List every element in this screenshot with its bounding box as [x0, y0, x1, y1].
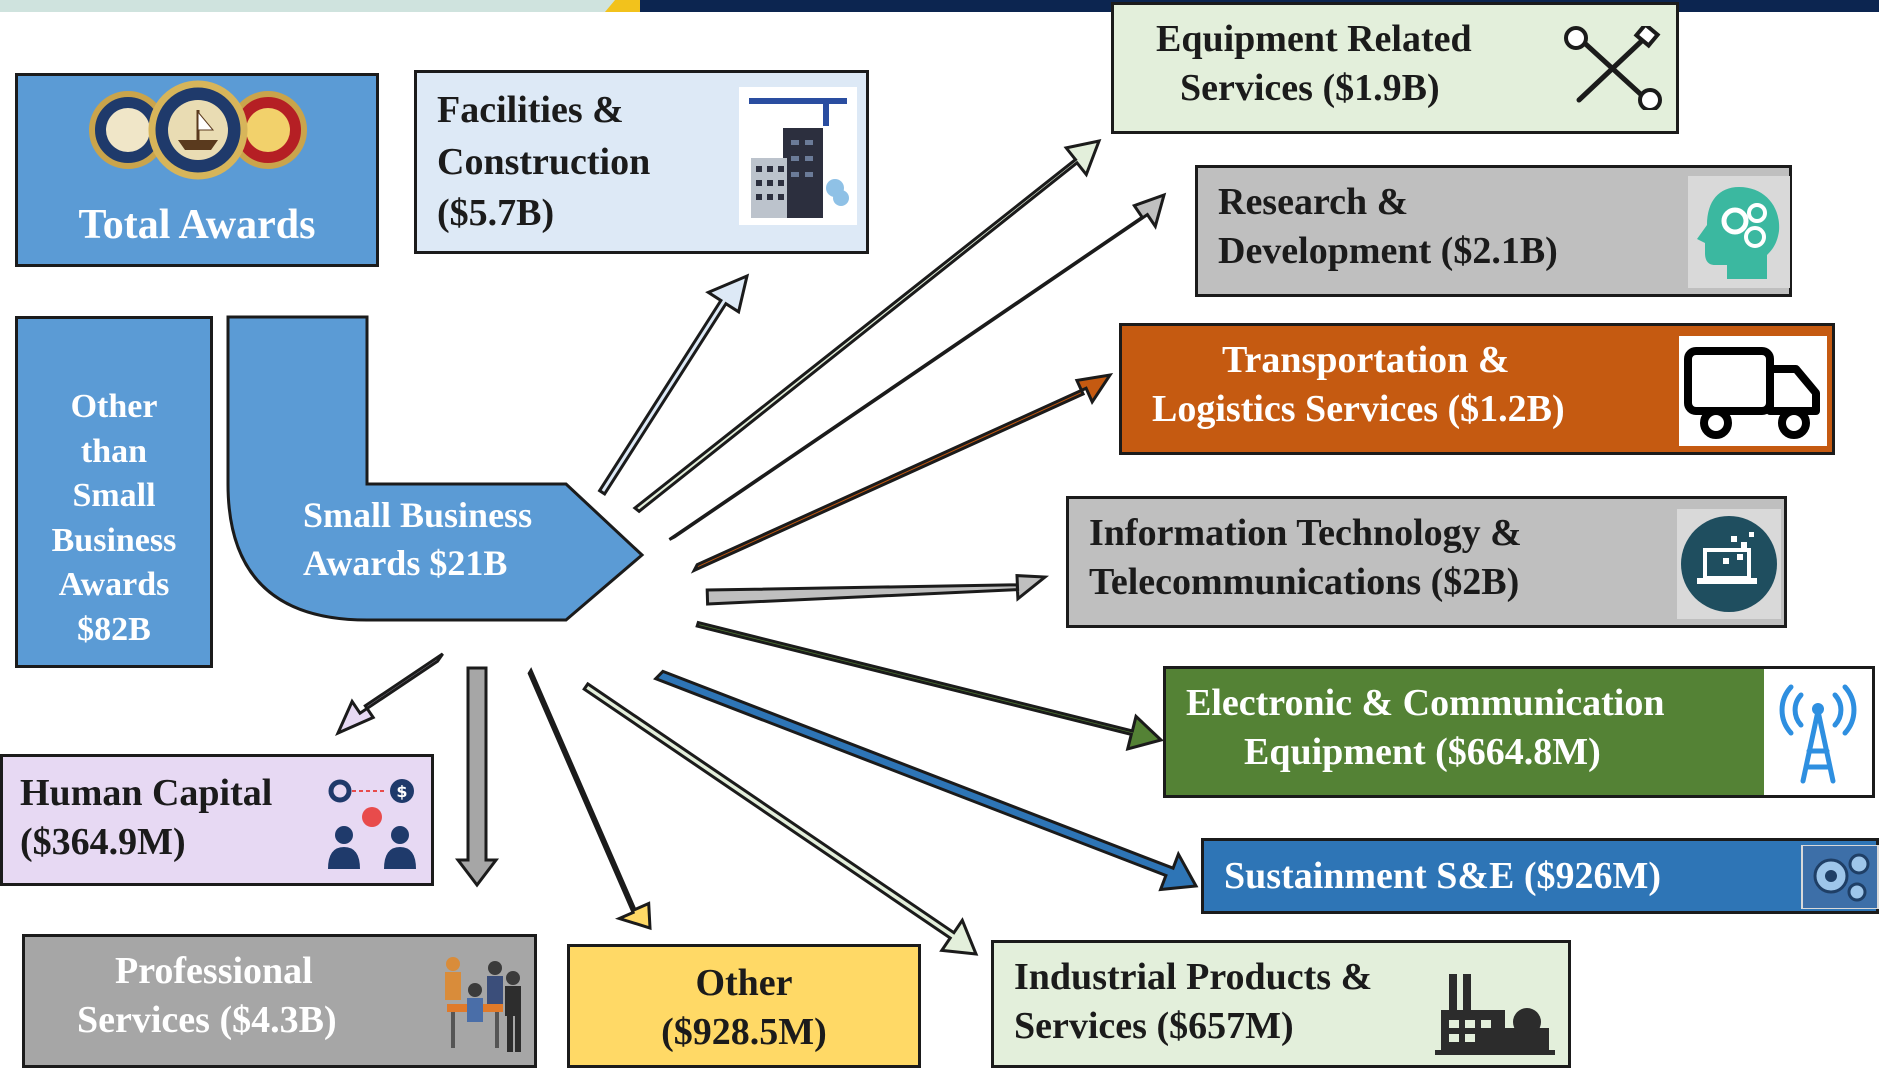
industrial-line2: Services ($657M) — [1014, 1005, 1294, 1048]
factory-icon — [1432, 965, 1558, 1057]
professional-text: Professional Services ($4.3B) — [77, 947, 337, 1046]
sustainment-line1: Sustainment S&E ($926M) — [1224, 855, 1662, 897]
arrow-human-capital — [335, 652, 444, 736]
human-capital-box: Human Capital ($364.9M) $ — [0, 754, 434, 886]
electronic-line1: Electronic & Communication — [1186, 682, 1665, 724]
other-box: Other ($928.5M) — [567, 944, 921, 1068]
human-capital-line2: ($364.9M) — [20, 821, 186, 864]
industrial-box: Industrial Products & Services ($657M) — [991, 940, 1571, 1068]
small-business-line2: Awards $21B — [303, 542, 508, 583]
it-box: Information Technology & Telecommunicati… — [1066, 496, 1787, 628]
other-than-small-line: Other — [70, 388, 158, 425]
transportation-line1: Transportation & — [1222, 339, 1510, 381]
research-box: Research & Development ($2.1B) — [1195, 165, 1792, 297]
facilities-line3: ($5.7B) — [437, 192, 555, 235]
professional-line1: Professional — [115, 950, 313, 992]
gears-icon — [1801, 845, 1879, 909]
human-capital-line1: Human Capital — [20, 772, 273, 814]
facilities-line1: Facilities & — [437, 89, 624, 131]
other-than-small-text: Other than Small Business Awards $82B — [18, 385, 210, 652]
facilities-box: Facilities & Construction ($5.7B) — [414, 70, 869, 254]
it-text: Information Technology & Telecommunicati… — [1089, 509, 1522, 608]
other-than-small-line: Small — [72, 477, 156, 515]
equipment-box: Equipment Related Services ($1.9B) — [1111, 2, 1679, 134]
it-line2: Telecommunications ($2B) — [1089, 561, 1520, 604]
arrow-industrial — [582, 681, 979, 956]
head-gears-icon — [1688, 176, 1790, 288]
team-meeting-icon — [435, 949, 529, 1057]
arrow-other — [527, 667, 652, 931]
industrial-text: Industrial Products & Services ($657M) — [1014, 953, 1372, 1052]
people-award-icon: $ — [323, 771, 421, 875]
top-banner-left — [0, 0, 640, 12]
arrow-facilities — [597, 273, 750, 496]
equipment-line2: Services ($1.9B) — [1180, 67, 1440, 110]
other-than-small-line: Business — [51, 521, 177, 559]
it-line1: Information Technology & — [1089, 512, 1522, 554]
arrow-research — [668, 192, 1167, 541]
arrow-transportation — [690, 372, 1114, 574]
transportation-box: Transportation & Logistics Services ($1.… — [1119, 323, 1835, 455]
department-seals-icon — [83, 78, 313, 188]
other-than-small-line: $82B — [77, 610, 151, 648]
radio-tower-icon — [1764, 669, 1872, 795]
small-business-line1: Small Business — [303, 495, 533, 535]
other-line1: Other — [695, 962, 793, 1004]
total-awards-box: Total Awards — [15, 73, 379, 267]
small-business-shape — [226, 315, 645, 622]
small-business-label: Small Business Awards $21B — [303, 492, 532, 588]
transportation-text: Transportation & Logistics Services ($1.… — [1152, 336, 1565, 435]
electronic-box: Electronic & Communication Equipment ($6… — [1163, 666, 1875, 798]
wrench-screwdriver-icon — [1559, 25, 1667, 111]
professional-box: Professional Services ($4.3B) — [22, 934, 537, 1068]
professional-line2: Services ($4.3B) — [77, 999, 337, 1042]
research-line2: Development ($2.1B) — [1218, 230, 1558, 273]
electronic-line2: Equipment ($664.8M) — [1244, 731, 1601, 774]
electronic-text: Electronic & Communication Equipment ($6… — [1186, 679, 1664, 778]
total-awards-label: Total Awards — [78, 202, 316, 248]
building-crane-icon — [739, 87, 857, 225]
research-text: Research & Development ($2.1B) — [1218, 178, 1558, 277]
research-line1: Research & — [1218, 181, 1409, 223]
sustainment-box: Sustainment S&E ($926M) — [1201, 838, 1879, 914]
equipment-text: Equipment Related Services ($1.9B) — [1156, 15, 1472, 114]
human-capital-text: Human Capital ($364.9M) — [20, 769, 272, 868]
equipment-line1: Equipment Related — [1156, 18, 1472, 60]
industrial-line1: Industrial Products & — [1014, 956, 1373, 998]
arrow-professional — [454, 666, 500, 888]
facilities-line2: Construction — [437, 140, 651, 183]
truck-icon — [1679, 336, 1827, 446]
transportation-line2: Logistics Services ($1.2B) — [1152, 388, 1565, 431]
laptop-icon — [1677, 509, 1781, 619]
other-line2: ($928.5M) — [661, 1011, 827, 1054]
svg-text:$: $ — [396, 782, 407, 801]
facilities-text: Facilities & Construction ($5.7B) — [437, 85, 650, 240]
other-than-small-line: than — [80, 432, 148, 470]
other-text: Other ($928.5M) — [570, 959, 918, 1058]
other-than-small-line: Awards — [58, 566, 170, 604]
other-than-small-box: Other than Small Business Awards $82B — [15, 316, 213, 668]
arrow-electronic — [695, 620, 1164, 752]
arrow-sustainment — [653, 669, 1199, 892]
arrow-it — [705, 574, 1050, 606]
arrow-equipment — [632, 138, 1102, 514]
